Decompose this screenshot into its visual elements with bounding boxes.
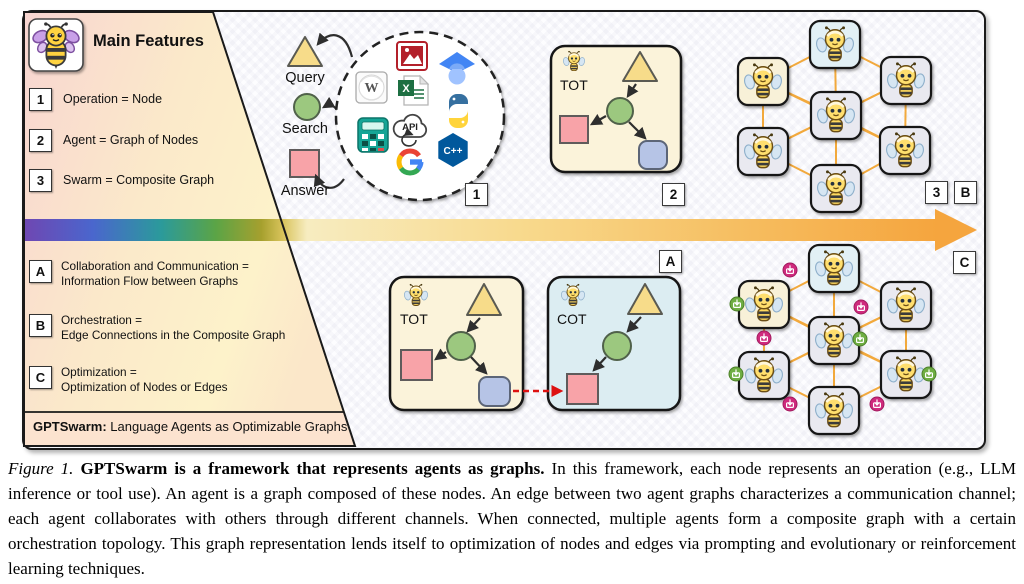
feature-label-B: Orchestration = Edge Connections in the … xyxy=(61,313,285,342)
tot-bottom-label: TOT xyxy=(400,311,428,327)
operation-nodes xyxy=(287,32,354,189)
step-marker-3: 3 xyxy=(925,181,948,204)
feature-label-A-line1: Collaboration and Communication = xyxy=(61,259,249,273)
gptswarm-bee-logo xyxy=(28,18,84,72)
swarm-graph-bottom xyxy=(728,243,937,436)
feature-label-A-line2: Information Flow between Graphs xyxy=(61,273,239,288)
edge-mutation-badge xyxy=(756,330,772,346)
node-mutation-badge xyxy=(728,366,744,382)
agent-box-cot xyxy=(546,275,682,412)
feature-label-2: Agent = Graph of Nodes xyxy=(63,133,199,147)
svg-text:API: API xyxy=(402,122,418,133)
features-footer-bar xyxy=(24,412,355,446)
edge-mutation-badge xyxy=(869,396,885,412)
agent-box-tot-top xyxy=(549,44,683,174)
query-node-shape xyxy=(287,36,323,67)
feature-label-3: Swarm = Composite Graph xyxy=(63,173,215,187)
footer-bold: GPTSwarm: xyxy=(33,419,107,434)
swarm-graph-top xyxy=(736,19,933,214)
feature-label-1: Operation = Node xyxy=(63,92,163,106)
feature-marker-A: A xyxy=(29,260,52,283)
step-marker-2: 2 xyxy=(662,183,685,206)
answer-node-shape xyxy=(289,149,320,178)
step-marker-1: 1 xyxy=(465,183,488,206)
feature-marker-C: C xyxy=(29,366,52,389)
step-marker-B: B xyxy=(954,181,977,204)
svg-text:C++: C++ xyxy=(444,146,463,157)
footer-rest: Language Agents as Optimizable Graphs xyxy=(106,419,348,434)
features-panel-border xyxy=(23,11,357,447)
search-label: Search xyxy=(282,121,328,137)
tool-circle: W X xyxy=(334,30,506,202)
google-scholar-icon xyxy=(439,52,475,85)
svg-text:W: W xyxy=(365,81,379,96)
svg-text:X: X xyxy=(402,83,410,95)
search-node-shape xyxy=(293,93,321,121)
timeline-arrow xyxy=(24,209,977,251)
node-mutation-badge xyxy=(729,296,745,312)
feature-label-A: Collaboration and Communication = Inform… xyxy=(61,259,249,288)
node-mutation-badge xyxy=(852,331,868,347)
features-footer-text: GPTSwarm: Language Agents as Optimizable… xyxy=(33,419,347,434)
feature-label-C-line1: Optimization = xyxy=(61,365,137,379)
google-icon xyxy=(396,148,424,176)
main-features-title: Main Features xyxy=(93,32,204,50)
agent-box-tot-bottom xyxy=(388,275,525,412)
swarm-agent-nodes xyxy=(736,19,933,214)
caption-bold-lead: GPTSwarm is a framework that represents … xyxy=(80,459,545,478)
step-marker-C: C xyxy=(953,251,976,274)
feature-marker-3: 3 xyxy=(29,169,52,192)
image-icon xyxy=(396,41,428,71)
feature-label-B-line1: Orchestration = xyxy=(61,313,142,327)
cpp-icon: C++ xyxy=(438,133,468,167)
python-icon xyxy=(449,94,468,128)
query-label: Query xyxy=(285,70,325,86)
answer-label: Answer xyxy=(280,183,330,199)
tot-top-label: TOT xyxy=(560,77,588,93)
caption-figure-label: Figure 1. xyxy=(8,459,74,478)
excel-icon: X xyxy=(398,74,430,106)
feature-marker-B: B xyxy=(29,314,52,337)
edge-mutation-badge xyxy=(782,262,798,278)
wikipedia-icon: W xyxy=(355,71,388,104)
edge-mutation-badge xyxy=(782,396,798,412)
api-icon: API xyxy=(392,113,428,147)
calculator-icon xyxy=(357,117,389,153)
caption-body: In this framework, each node represents … xyxy=(8,459,1017,578)
step-marker-A: A xyxy=(659,250,682,273)
feature-label-C-line2: Optimization of Nodes or Edges xyxy=(61,379,228,394)
edge-mutation-badge xyxy=(853,299,869,315)
node-mutation-badge xyxy=(921,366,937,382)
feature-marker-1: 1 xyxy=(29,88,52,111)
feature-label-B-line2: Edge Connections in the Composite Graph xyxy=(61,327,286,342)
feature-label-C: Optimization = Optimization of Nodes or … xyxy=(61,365,228,394)
feature-marker-2: 2 xyxy=(29,129,52,152)
cot-label: COT xyxy=(557,311,587,327)
figure-caption: Figure 1. GPTSwarm is a framework that r… xyxy=(8,456,1016,581)
